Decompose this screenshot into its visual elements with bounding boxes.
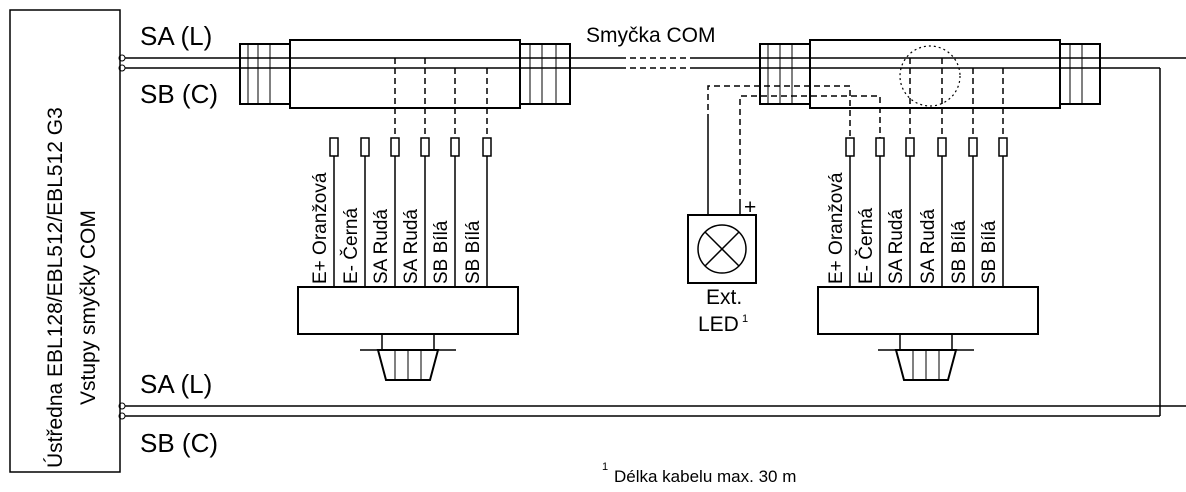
left-wire-label-6: SB Bílá [463,220,484,284]
detector-base-left [297,286,519,381]
gland-left-b [519,43,571,105]
ext-led [687,120,757,284]
led-lamp-icon [697,224,747,274]
panel-title-line2: Vstupy smyčky COM [77,210,100,405]
loop-top-left [125,57,620,69]
right-wire-label-1: E+ Oranžová [826,172,847,284]
led-label-line2: LED [698,313,739,336]
junction-body-right [809,39,1061,109]
gland-right-b [1059,43,1101,105]
dotted-circle [899,45,961,107]
right-wire-label-4: SA Rudá [918,209,939,284]
left-wire-label-3: SA Rudá [371,209,392,284]
junction-body-left [289,39,521,109]
sb-bottom-label: SB (C) [140,428,218,458]
left-wire-label-1: E+ Oranžová [310,172,331,284]
footnote-text: Délka kabelu max. 30 m [614,467,796,486]
left-wire-label-5: SB Bílá [431,220,452,284]
right-wire-label-5: SB Bílá [949,220,970,284]
right-wire-label-6: SB Bílá [979,220,1000,284]
right-wire-label-2: E- Černá [855,208,877,284]
sa-top-label: SA (L) [140,21,212,51]
led-footnote-mark: 1 [742,313,748,325]
panel-title-line1: Ústředna EBL128/EBL512/EBL512 G3 [44,107,67,468]
return-lines [125,68,1186,417]
left-internal-wiring [394,58,488,138]
right-internal-wiring [707,58,1004,205]
sb-top-label: SB (C) [140,79,218,109]
led-plus-sign: + [744,196,756,219]
loop-com-label: Smyčka COM [586,24,716,47]
control-panel-box [9,9,121,473]
loop-top-right [692,57,1186,69]
footnote-mark: 1 [602,461,608,473]
detector-base-right [817,286,1039,381]
left-wire-label-4: SA Rudá [401,209,422,284]
junction-box-right [759,39,1101,109]
right-connectors [845,137,1008,290]
left-connectors [329,137,492,290]
left-wire-label-2: E- Černá [340,208,362,284]
junction-box-left [239,39,571,109]
loop-gap-dashed [620,57,692,69]
led-label-line1: Ext. [706,286,742,309]
right-wire-label-3: SA Rudá [886,209,907,284]
sa-bottom-label: SA (L) [140,369,212,399]
